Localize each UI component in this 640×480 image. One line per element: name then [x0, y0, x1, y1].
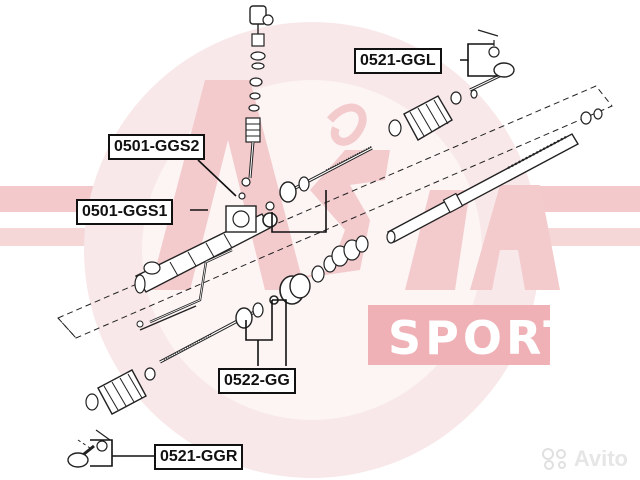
avito-watermark: Avito	[541, 446, 628, 472]
lower-boot	[85, 367, 156, 415]
tie-rod-end-right	[67, 429, 111, 468]
callout-0501-GGS1[interactable]: 0501-GGS1	[76, 199, 174, 225]
inner-tie-rod-upper	[279, 145, 373, 203]
tie-rod-end-left	[469, 29, 515, 92]
callout-0501-GGS2[interactable]: 0501-GGS2	[108, 134, 206, 160]
rack-housing	[134, 201, 278, 331]
inner-tie-rod-lower	[159, 295, 279, 364]
assembly-outline	[57, 85, 613, 339]
watermark-sport-text: SPORT	[388, 311, 579, 365]
callout-0522-GG[interactable]: 0522-GG	[218, 368, 296, 394]
upper-boot	[388, 89, 603, 141]
avito-wordmark: Avito	[573, 446, 628, 471]
pinion-stack	[238, 5, 274, 200]
callout-0521-GGR[interactable]: 0521-GGR	[154, 444, 244, 470]
rack-bar	[386, 133, 579, 244]
leader-lines	[90, 43, 498, 467]
callout-0521-GGL[interactable]: 0521-GGL	[354, 48, 442, 74]
avito-dots-icon	[541, 448, 566, 470]
center-boot	[279, 235, 369, 305]
brand-watermark	[0, 22, 640, 478]
